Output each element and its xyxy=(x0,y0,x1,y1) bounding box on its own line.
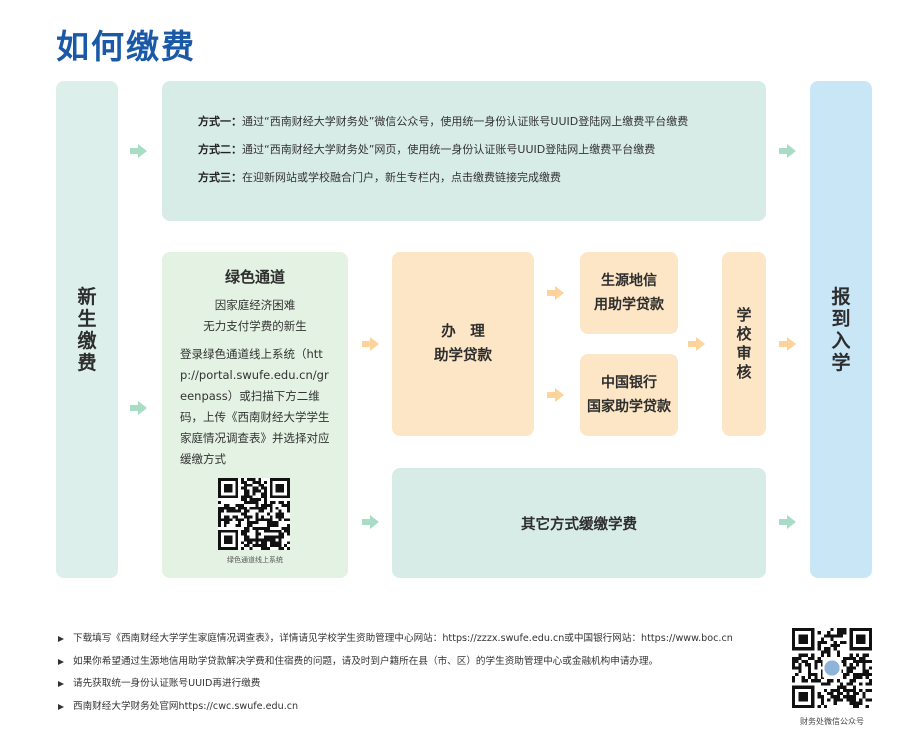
method-text: 通过“西南财经大学财务处”微信公众号，使用统一身份认证账号UUID登陆网上缴费平… xyxy=(242,115,689,128)
boc-loan-box: 中国银行 国家助学贷款 xyxy=(580,354,678,436)
registration-label: 报到入学 xyxy=(831,285,851,374)
bullet-icon xyxy=(58,636,64,642)
note-text: 请先获取统一身份认证账号UUID再进行缴费 xyxy=(73,678,261,689)
bullet-icon xyxy=(58,681,64,687)
method-text: 在迎新网站或学校融合门户，新生专栏内，点击缴费链接完成缴费 xyxy=(242,171,561,184)
note-item: 下载填写《西南财经大学学生家庭情况调查表》，详情请见学校学生资助管理中心网站：h… xyxy=(56,628,780,651)
note-item: 如果你希望通过生源地信用助学贷款解决学费和住宿费的问题，请及时到户籍所在县（市、… xyxy=(56,651,780,674)
green-channel-title: 绿色通道 xyxy=(224,268,285,286)
other-deferral-box: 其它方式缓缴学费 xyxy=(392,468,766,578)
page-title: 如何缴费 xyxy=(56,27,196,66)
method-label: 方式一： xyxy=(198,115,242,128)
credit-loan-line: 用助学贷款 xyxy=(594,297,664,313)
credit-loan-line: 生源地信 xyxy=(601,273,657,289)
notes-list: 下载填写《西南财经大学学生家庭情况调查表》，详情请见学校学生资助管理中心网站：h… xyxy=(56,628,780,718)
payment-method-3: 方式三：在迎新网站或学校融合门户，新生专栏内，点击缴费链接完成缴费 xyxy=(198,164,766,192)
loan-line: 助学贷款 xyxy=(434,348,492,364)
new-student-payment-label: 新生缴费 xyxy=(77,285,97,374)
method-label: 方式二： xyxy=(198,143,242,156)
note-text: 如果你希望通过生源地信用助学贷款解决学费和住宿费的问题，请及时到户籍所在县（市、… xyxy=(73,655,659,667)
green-channel-subtitle: 无力支付学费的新生 xyxy=(203,319,307,333)
bullet-icon xyxy=(58,703,64,710)
registration-column: 报到入学 xyxy=(810,81,872,578)
payment-method-2: 方式二：通过“西南财经大学财务处”网页，使用统一身份认证账号UUID登陆网上缴费… xyxy=(198,136,766,164)
bullet-icon xyxy=(58,658,64,665)
wechat-qr-caption: 财务处微信公众号 xyxy=(800,717,864,726)
wechat-qr-code xyxy=(792,628,872,708)
note-text: 西南财经大学财务处官网https://cwc.swufe.edu.cn xyxy=(73,700,299,712)
boc-loan-line: 中国银行 xyxy=(601,375,657,391)
method-text: 通过“西南财经大学财务处”网页，使用统一身份认证账号UUID登陆网上缴费平台缴费 xyxy=(242,143,656,156)
student-loan-box: 办 理 助学贷款 xyxy=(392,252,534,436)
note-item: 请先获取统一身份认证账号UUID再进行缴费 xyxy=(56,673,780,696)
qr-caption: 绿色通道线上系统 xyxy=(227,556,283,564)
boc-loan-line: 国家助学贷款 xyxy=(587,399,671,415)
loan-line: 办 理 xyxy=(441,324,485,340)
other-deferral-label: 其它方式缓缴学费 xyxy=(521,516,637,533)
payment-method-1: 方式一：通过“西南财经大学财务处”微信公众号，使用统一身份认证账号UUID登陆网… xyxy=(198,108,766,136)
credit-loan-box: 生源地信 用助学贷款 xyxy=(580,252,678,334)
green-channel-box: 绿色通道 因家庭经济困难 无力支付学费的新生 登录绿色通道线上系统（http:/… xyxy=(162,252,348,578)
new-student-payment-column: 新生缴费 xyxy=(56,81,118,578)
green-channel-qr-code xyxy=(218,478,290,550)
note-text: 下载填写《西南财经大学学生家庭情况调查表》，详情请见学校学生资助管理中心网站：h… xyxy=(73,633,733,644)
payment-methods-box: 方式一：通过“西南财经大学财务处”微信公众号，使用统一身份认证账号UUID登陆网… xyxy=(162,81,766,221)
method-label: 方式三： xyxy=(198,171,242,184)
school-review-label: 学校审核 xyxy=(736,306,752,381)
note-item: 西南财经大学财务处官网https://cwc.swufe.edu.cn xyxy=(56,696,780,719)
green-channel-subtitle: 因家庭经济困难 xyxy=(214,298,296,312)
green-channel-description: 登录绿色通道线上系统（http://portal.swufe.edu.cn/gr… xyxy=(180,347,330,466)
school-review-box: 学校审核 xyxy=(722,252,766,436)
